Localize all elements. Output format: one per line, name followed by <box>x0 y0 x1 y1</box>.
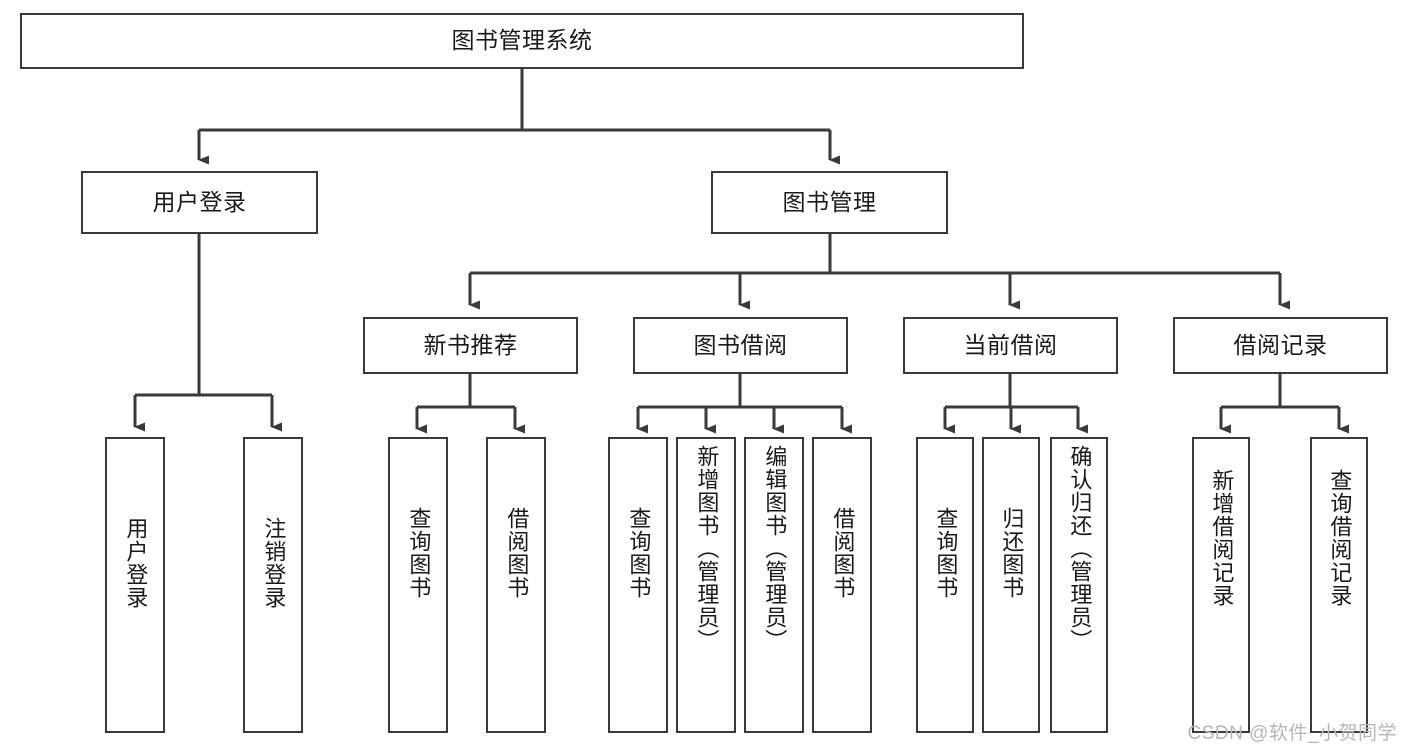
node-new-book-rec[interactable]: 新书推荐 <box>363 317 578 374</box>
node-current-borrow-label: 当前借阅 <box>963 331 1058 358</box>
node-leaf-user-login-label: 用户登录 <box>123 517 149 609</box>
node-leaf-current-return-book-label: 归还图书 <box>999 507 1025 599</box>
node-leaf-current-query-book-label: 查询图书 <box>933 507 959 599</box>
node-leaf-borrow-borrow-book[interactable]: 借阅图书 <box>812 437 872 733</box>
node-leaf-rec-borrow-book-label: 借阅图书 <box>504 507 530 599</box>
node-leaf-borrow-edit-book-label: 编辑图书（管理员） <box>762 445 788 652</box>
node-leaf-rec-query-book-label: 查询图书 <box>406 507 432 599</box>
node-borrow-record[interactable]: 借阅记录 <box>1173 317 1388 374</box>
node-new-book-rec-label: 新书推荐 <box>423 331 518 358</box>
node-book-borrow[interactable]: 图书借阅 <box>633 317 848 374</box>
node-leaf-borrow-add-book-label: 新增图书（管理员） <box>694 445 720 652</box>
node-user-login[interactable]: 用户登录 <box>81 171 318 234</box>
node-current-borrow[interactable]: 当前借阅 <box>903 317 1118 374</box>
node-leaf-borrow-add-book[interactable]: 新增图书（管理员） <box>676 437 736 733</box>
node-root-label: 图书管理系统 <box>451 27 593 54</box>
node-leaf-borrow-borrow-book-label: 借阅图书 <box>830 507 856 599</box>
node-leaf-borrow-edit-book[interactable]: 编辑图书（管理员） <box>744 437 804 733</box>
node-leaf-record-query-label: 查询借阅记录 <box>1327 469 1353 607</box>
node-borrow-record-label: 借阅记录 <box>1233 331 1328 358</box>
node-book-manage-label: 图书管理 <box>782 188 877 215</box>
node-leaf-user-logout-label: 注销登录 <box>261 517 287 609</box>
node-leaf-rec-query-book[interactable]: 查询图书 <box>388 437 448 733</box>
node-leaf-user-logout[interactable]: 注销登录 <box>243 437 303 733</box>
node-leaf-rec-borrow-book[interactable]: 借阅图书 <box>486 437 546 733</box>
node-leaf-current-confirm-return[interactable]: 确认归还（管理员） <box>1050 437 1108 733</box>
node-root[interactable]: 图书管理系统 <box>20 13 1024 69</box>
node-leaf-record-add[interactable]: 新增借阅记录 <box>1192 437 1250 733</box>
watermark: CSDN @软件_小贺同学 <box>1187 723 1397 744</box>
node-book-borrow-label: 图书借阅 <box>693 331 788 358</box>
node-leaf-current-confirm-return-label: 确认归还（管理员） <box>1067 445 1093 652</box>
node-leaf-current-query-book[interactable]: 查询图书 <box>916 437 974 733</box>
node-leaf-record-query[interactable]: 查询借阅记录 <box>1310 437 1368 733</box>
node-leaf-borrow-query-book[interactable]: 查询图书 <box>608 437 668 733</box>
node-leaf-current-return-book[interactable]: 归还图书 <box>982 437 1040 733</box>
node-leaf-record-add-label: 新增借阅记录 <box>1209 469 1235 607</box>
node-leaf-borrow-query-book-label: 查询图书 <box>626 507 652 599</box>
node-leaf-user-login[interactable]: 用户登录 <box>105 437 165 733</box>
node-book-manage[interactable]: 图书管理 <box>711 171 948 234</box>
node-user-login-label: 用户登录 <box>152 188 247 215</box>
